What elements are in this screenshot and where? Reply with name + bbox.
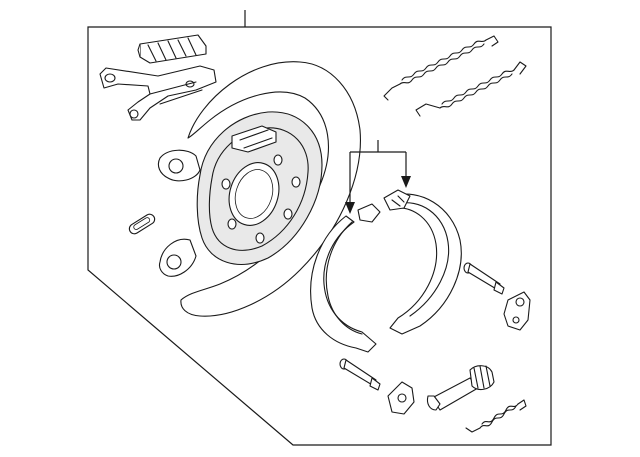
- brake-shoe-rear: [383, 189, 462, 335]
- hold-down-clip-lower: [387, 381, 415, 415]
- backing-plate: [157, 61, 361, 317]
- adjuster-spring: [465, 399, 527, 433]
- brake-shoe-front: [310, 203, 381, 353]
- shoe-leader: [345, 140, 411, 214]
- hold-down-clip-upper: [503, 291, 531, 331]
- lever-bracket: [99, 65, 217, 121]
- slot-grommet: [128, 213, 156, 235]
- spring-lower: [415, 61, 527, 117]
- adjuster-screw: [426, 365, 495, 411]
- spring-upper: [383, 35, 499, 101]
- adjuster-plate: [137, 34, 207, 64]
- hold-down-pin-upper: [463, 262, 505, 295]
- hold-down-pin-lower: [339, 358, 381, 391]
